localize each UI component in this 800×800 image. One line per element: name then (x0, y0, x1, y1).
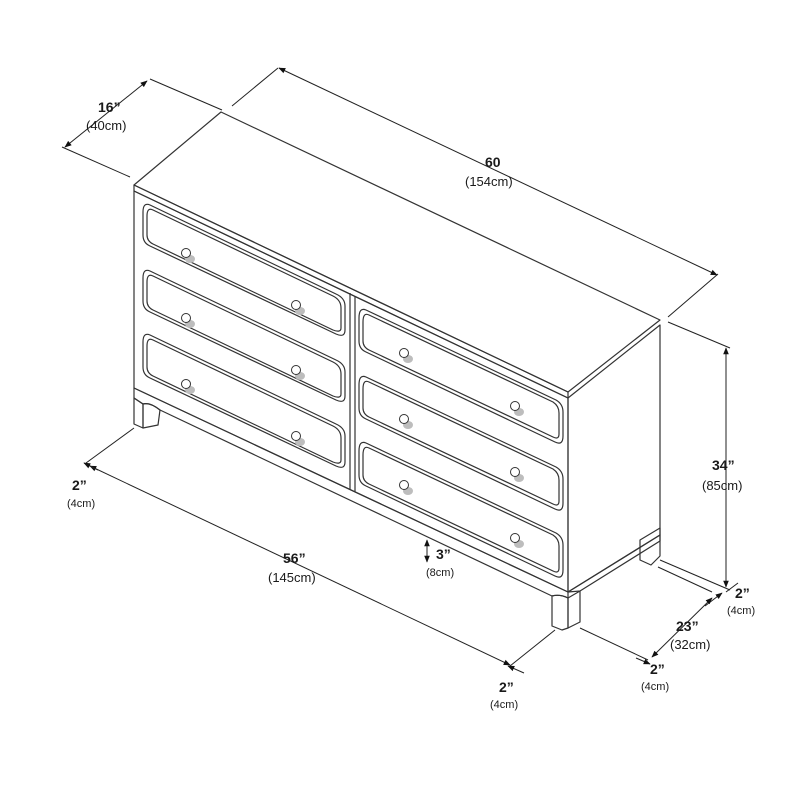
dimension-lines (61, 67, 739, 674)
drawer-left-3[interactable] (142, 333, 346, 468)
side-depth-label-imperial: 23” (676, 618, 699, 634)
back-leg-label-imperial: 2” (650, 661, 665, 677)
depth-label-metric: (40cm) (86, 118, 126, 133)
drawer-left-2[interactable] (142, 269, 346, 402)
knob-icon[interactable] (399, 480, 414, 496)
inner-width-label-metric: (145cm) (268, 570, 316, 585)
depth-extension-bottom (61, 146, 131, 178)
dresser (133, 111, 661, 631)
side-depth-label-metric: (32cm) (670, 637, 710, 652)
knob-icon[interactable] (399, 414, 414, 430)
knob-icon[interactable] (181, 248, 196, 264)
dresser-top-edge (133, 184, 569, 399)
inner-width-dimension-line (89, 465, 511, 666)
width-dimension-line (278, 67, 718, 276)
width-extension-right (667, 273, 719, 318)
height-label-metric: (85cm) (702, 478, 742, 493)
drawer-right-3[interactable] (358, 441, 564, 578)
back-leg-label-metric: (4cm) (641, 681, 669, 693)
right-front-leg-side (567, 590, 581, 629)
left-leg-label-imperial: 2” (72, 477, 87, 493)
height-extension-bottom (659, 559, 731, 591)
dresser-side-panel (567, 324, 661, 593)
depth-extension-top (149, 78, 223, 111)
height-label-imperial: 34” (712, 457, 735, 473)
back-right-leg (639, 527, 661, 566)
drawer-right-1[interactable] (358, 308, 564, 444)
knob-icon[interactable] (181, 379, 196, 395)
width-label-imperial: 60 (485, 154, 501, 170)
inner-width-extension-left (85, 427, 135, 464)
clearance-label-imperial: 3” (436, 546, 451, 562)
side-depth-dimension-line (651, 597, 713, 658)
drawer-left-1[interactable] (142, 203, 346, 336)
knob-icon[interactable] (291, 431, 306, 447)
width-extension-left (231, 67, 279, 107)
knob-icon[interactable] (399, 348, 414, 364)
side-depth-extension-b (657, 566, 713, 593)
right-leg-label-metric: (4cm) (727, 605, 755, 617)
depth-dimension-line (64, 80, 148, 148)
back-leg-arrow (635, 657, 651, 665)
knob-icon[interactable] (181, 313, 196, 329)
front-leg-label-metric: (4cm) (490, 699, 518, 711)
depth-label-imperial: 16” (98, 99, 121, 115)
right-leg-arrow-a (704, 592, 723, 607)
front-leg-arrow (507, 665, 525, 674)
front-apron (133, 387, 569, 599)
left-leg-arrow (83, 462, 99, 471)
knob-icon[interactable] (291, 365, 306, 381)
left-front-leg (133, 397, 144, 429)
inner-width-extension-right (509, 629, 556, 667)
width-label-metric: (154cm) (465, 174, 513, 189)
left-leg-label-metric: (4cm) (67, 498, 95, 510)
height-extension-top (667, 321, 731, 349)
side-depth-extension-a (579, 627, 649, 661)
side-apron (567, 534, 661, 593)
drawer-right-2[interactable] (358, 375, 564, 511)
front-leg-label-imperial: 2” (499, 679, 514, 695)
knob-icon[interactable] (510, 533, 525, 549)
dresser-top (133, 111, 661, 393)
left-front-leg-face (142, 403, 161, 429)
right-front-leg (551, 594, 569, 631)
knob-icon[interactable] (510, 467, 525, 483)
inner-width-label-imperial: 56” (283, 550, 306, 566)
right-drawers (358, 308, 564, 578)
knob-icon[interactable] (510, 401, 525, 417)
dresser-front-face (133, 190, 569, 593)
right-leg-label-imperial: 2” (735, 585, 750, 601)
knob-icon[interactable] (291, 300, 306, 316)
drawer-knobs (181, 248, 525, 549)
right-leg-arrow-b (725, 582, 739, 593)
dimension-labels: 16” (40cm) 60 (154cm) 34” (85cm) 2” (4cm… (67, 99, 755, 711)
clearance-label-metric: (8cm) (426, 567, 454, 579)
